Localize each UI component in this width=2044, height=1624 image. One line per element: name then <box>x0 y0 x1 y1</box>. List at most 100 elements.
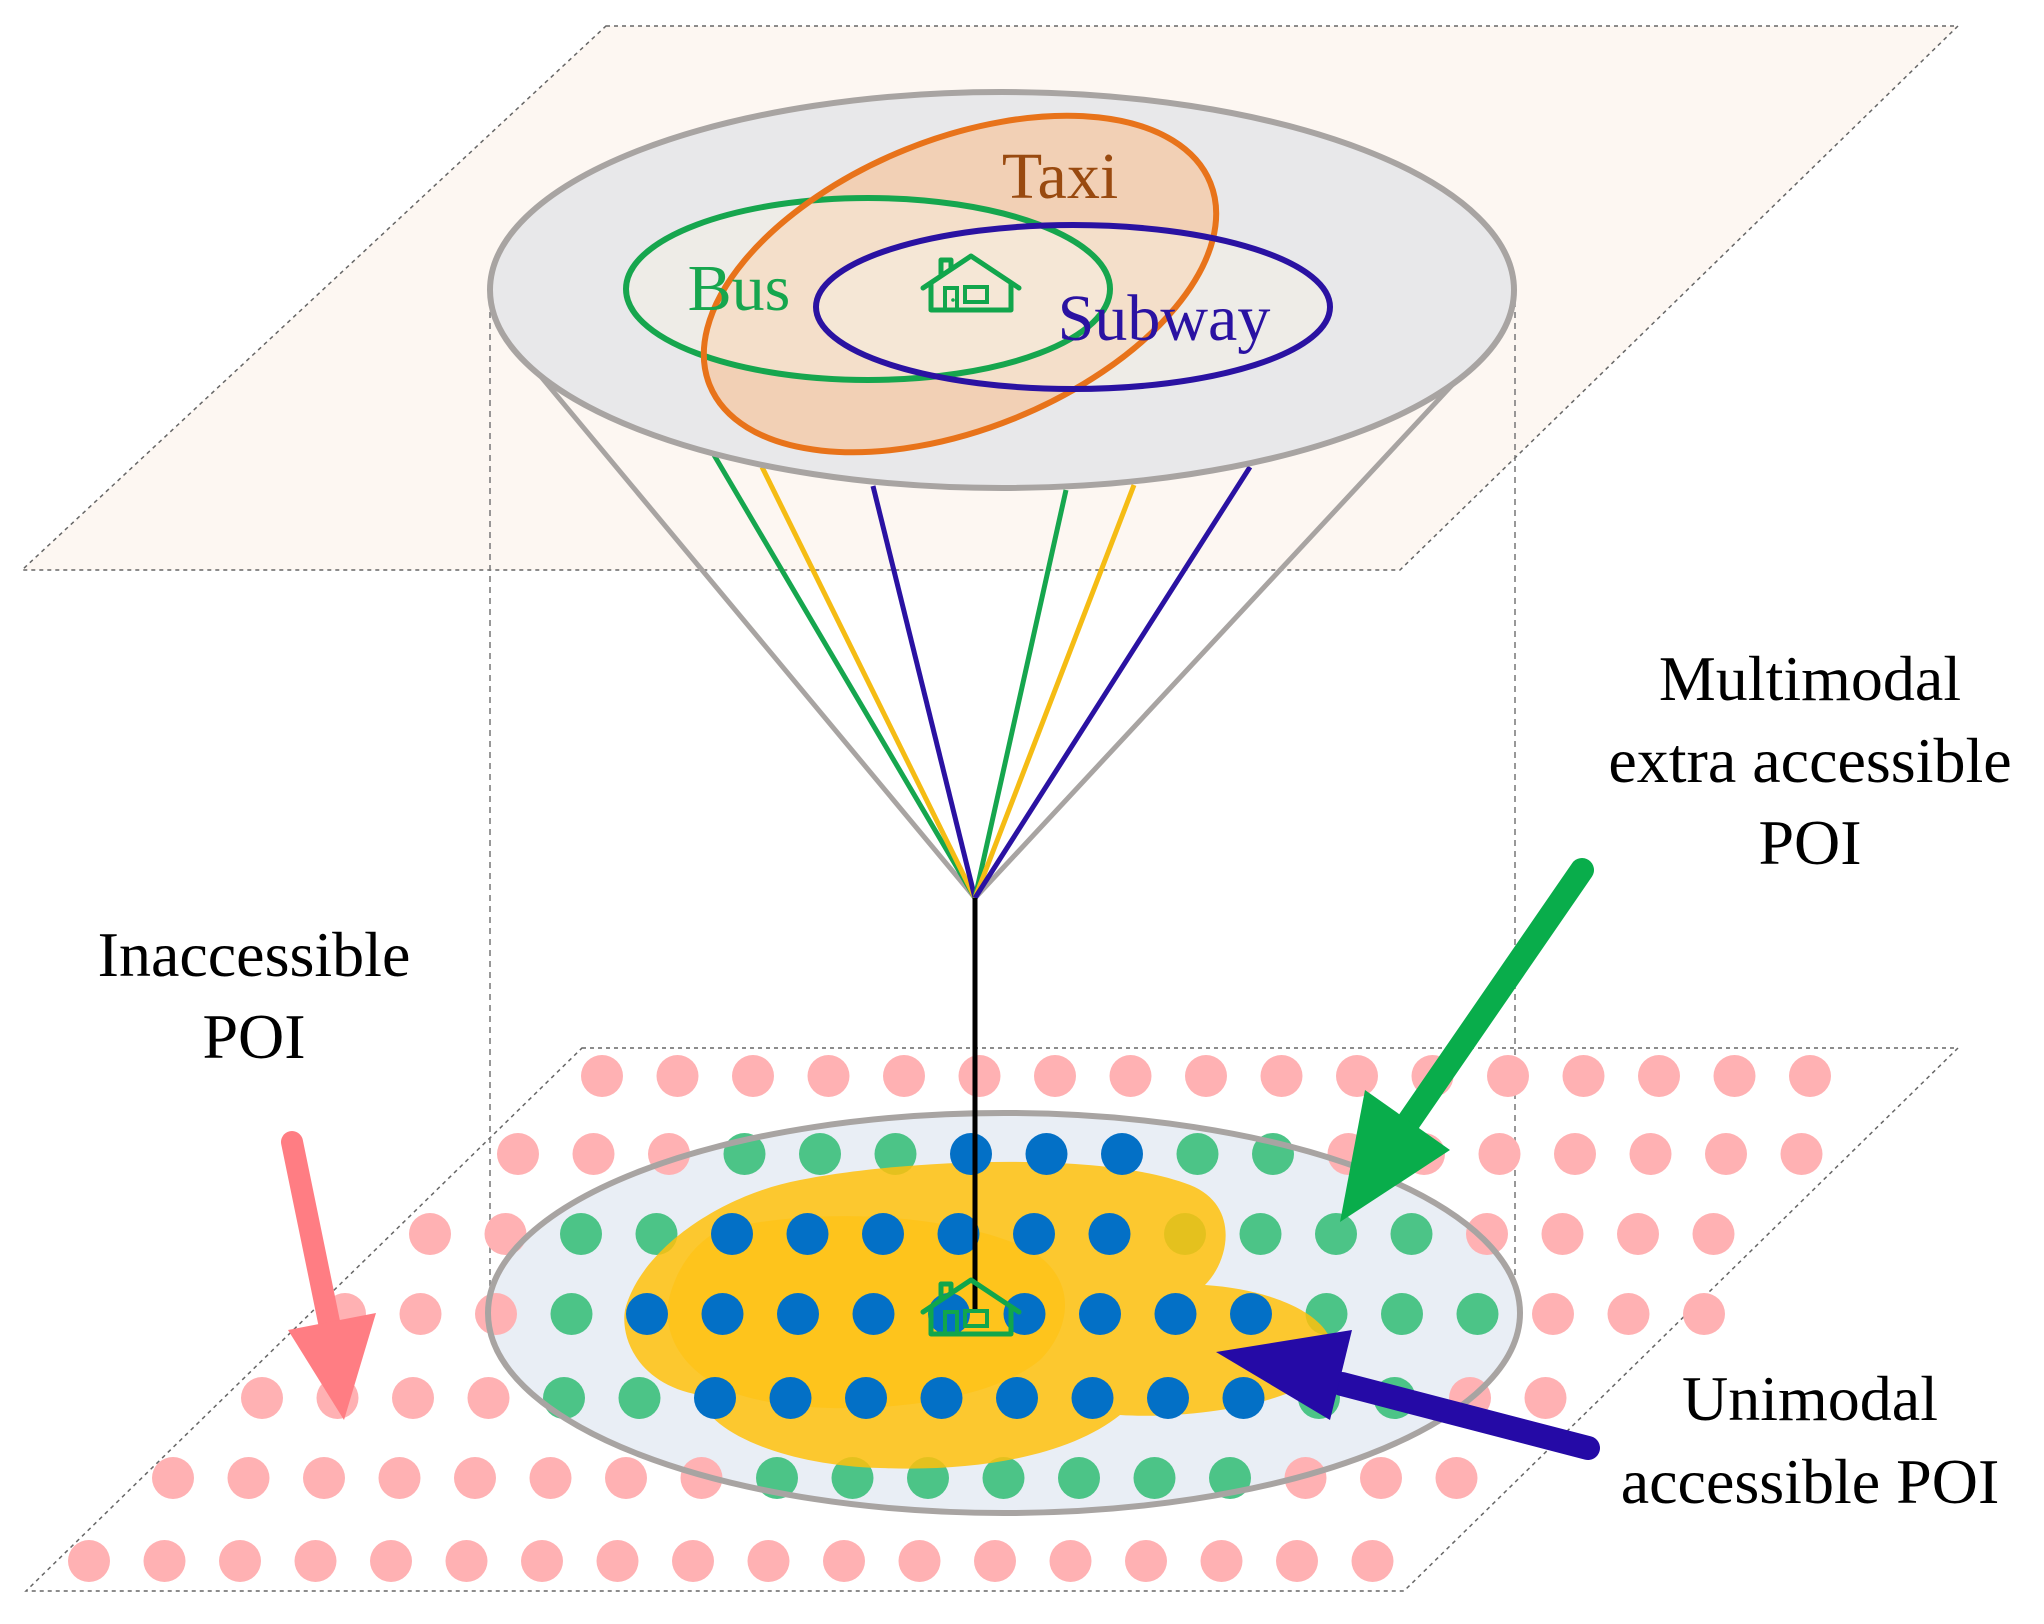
poi-inaccessible <box>143 1540 186 1582</box>
poi-multimodal <box>1176 1133 1219 1175</box>
poi-inaccessible <box>823 1540 865 1582</box>
poi-inaccessible <box>484 1213 527 1255</box>
poi-inaccessible <box>1713 1055 1756 1097</box>
poi-inaccessible <box>152 1457 194 1499</box>
poi-inaccessible <box>1524 1377 1567 1419</box>
bus-catchment <box>623 195 1113 383</box>
poi-inaccessible <box>1109 1055 1152 1097</box>
unimodal-label-line1: Unimodal <box>1682 1363 1938 1434</box>
poi-inaccessible <box>392 1377 434 1419</box>
poi-unimodal <box>1101 1133 1143 1175</box>
poi-inaccessible <box>378 1457 421 1499</box>
bus-link-2 <box>972 489 1069 899</box>
poi-inaccessible <box>1607 1293 1650 1335</box>
poi-multimodal <box>1315 1213 1357 1255</box>
poi-inaccessible <box>475 1293 517 1335</box>
poi-inaccessible <box>1466 1213 1508 1255</box>
bus-link-1 <box>711 453 978 900</box>
poi-inaccessible <box>1435 1457 1478 1499</box>
poi-inaccessible <box>303 1457 345 1499</box>
taxi-link-1 <box>759 465 978 900</box>
poi-inaccessible <box>1705 1133 1747 1175</box>
poi-inaccessible <box>1617 1213 1659 1255</box>
poi-inaccessible <box>1487 1055 1529 1097</box>
poi-unimodal <box>1088 1213 1131 1255</box>
connection-cone <box>521 353 1482 1310</box>
poi-inaccessible <box>1336 1055 1378 1097</box>
poi-inaccessible <box>656 1055 699 1097</box>
poi-unimodal <box>626 1293 668 1335</box>
house-icon <box>920 253 1022 313</box>
poi-inaccessible <box>1541 1213 1584 1255</box>
poi-multimodal <box>799 1133 841 1175</box>
poi-multimodal <box>635 1213 678 1255</box>
poi-inaccessible <box>1360 1457 1402 1499</box>
poi-inaccessible <box>227 1457 270 1499</box>
poi-multimodal <box>543 1377 585 1419</box>
poi-multimodal <box>560 1213 602 1255</box>
poi-unimodal <box>1230 1293 1272 1335</box>
poi-unimodal <box>1147 1377 1189 1419</box>
poi-inaccessible <box>1638 1055 1680 1097</box>
poi-inaccessible <box>467 1377 510 1419</box>
poi-inaccessible <box>1185 1055 1227 1097</box>
multimodal-poi-annotation: Multimodal extra accessible POI <box>1608 643 2011 878</box>
poi-multimodal <box>1381 1293 1423 1335</box>
poi-inaccessible <box>1034 1055 1076 1097</box>
poi-multimodal <box>1239 1213 1282 1255</box>
poi-unimodal <box>1079 1293 1121 1335</box>
poi-inaccessible <box>219 1540 261 1582</box>
poi-inaccessible <box>1049 1540 1092 1582</box>
poi-inaccessible <box>1692 1213 1735 1255</box>
bus-label: Bus <box>688 252 791 325</box>
poi-inaccessible <box>1351 1540 1394 1582</box>
poi-inaccessible <box>399 1293 442 1335</box>
cone-edge-left <box>521 353 977 900</box>
poi-unimodal <box>1013 1213 1055 1255</box>
multimodal-label-line2: extra accessible <box>1608 725 2011 796</box>
subway-catchment <box>813 222 1333 392</box>
poi-unimodal <box>786 1213 829 1255</box>
poi-unimodal <box>694 1377 736 1419</box>
poi-inaccessible <box>1200 1540 1243 1582</box>
poi-inaccessible <box>958 1055 1001 1097</box>
poi-unimodal <box>1025 1133 1068 1175</box>
poi-inaccessible <box>370 1540 412 1582</box>
poi-unimodal <box>1003 1293 1046 1335</box>
poi-unimodal <box>950 1133 992 1175</box>
poi-multimodal <box>1390 1213 1433 1255</box>
poi-multimodal <box>1058 1457 1100 1499</box>
catchment-disc-outline <box>485 1110 1523 1516</box>
poi-multimodal <box>1456 1293 1499 1335</box>
poi-unimodal <box>769 1377 812 1419</box>
inaccessible-label-line1: Inaccessible <box>98 919 411 990</box>
poi-unimodal <box>1154 1293 1197 1335</box>
subway-link-2 <box>972 465 1253 900</box>
poi-inaccessible <box>1629 1133 1672 1175</box>
poi-inaccessible <box>596 1540 639 1582</box>
poi-unimodal <box>937 1213 980 1255</box>
poi-multimodal <box>618 1377 661 1419</box>
taxi-link-2 <box>972 484 1137 899</box>
bus-catchment-fill <box>626 198 1110 380</box>
subway-link-1 <box>870 485 978 899</box>
poi-inaccessible <box>898 1540 941 1582</box>
poi-inaccessible <box>581 1055 623 1097</box>
poi-inaccessible <box>747 1540 790 1582</box>
poi-unimodal <box>862 1213 904 1255</box>
poi-multimodal <box>874 1133 917 1175</box>
poi-multimodal <box>550 1293 593 1335</box>
poi-inaccessible <box>1276 1540 1318 1582</box>
poi-inaccessible <box>241 1377 283 1419</box>
poi-inaccessible <box>1125 1540 1167 1582</box>
poi-inaccessible <box>605 1457 647 1499</box>
poi-grid <box>68 1055 1831 1582</box>
poi-inaccessible <box>1260 1055 1303 1097</box>
poi-inaccessible <box>68 1540 110 1582</box>
poi-inaccessible <box>1789 1055 1831 1097</box>
unimodal-poi-annotation: Unimodal accessible POI <box>1621 1363 2000 1517</box>
poi-inaccessible <box>1554 1133 1596 1175</box>
poi-inaccessible <box>1780 1133 1823 1175</box>
arrow-inaccessible <box>281 1131 376 1420</box>
